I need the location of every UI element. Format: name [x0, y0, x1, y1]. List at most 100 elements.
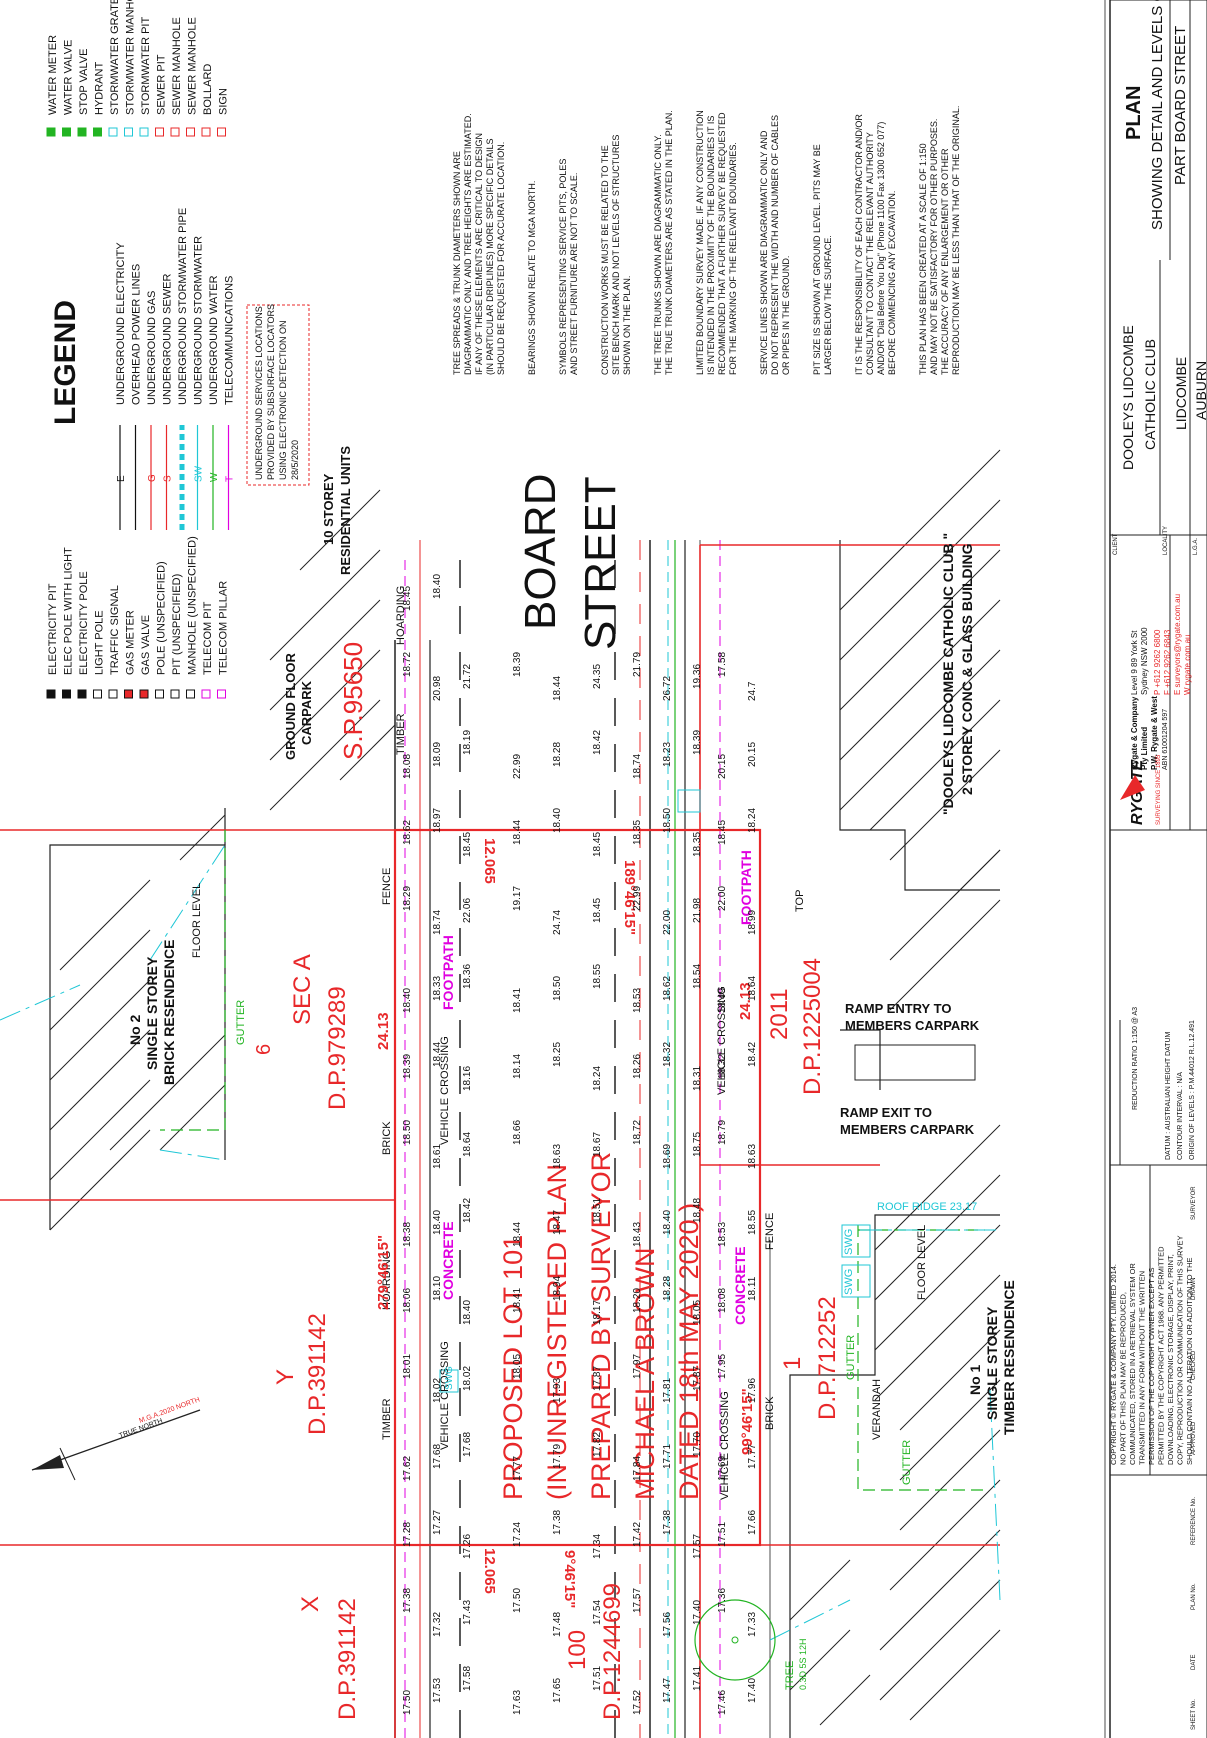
building-hatching: [49, 449, 1001, 1726]
spot-level: 18.67: [592, 1132, 603, 1157]
legend-symbol-left-icon-2: [77, 689, 87, 699]
spot-level: 18.32: [662, 1042, 673, 1067]
spot-level: 21.79: [632, 652, 643, 677]
floor-level-label-1: FLOOR LEVEL: [191, 883, 203, 958]
note-6-line-0: SERVICE LINES SHOWN ARE DIAGRAMMATIC ONL…: [759, 130, 769, 375]
copyright-line-3: TRANSMITTED IN ANY FORM WITHOUT THE WRIT…: [1138, 1271, 1147, 1465]
spot-level: 17.57: [692, 1534, 703, 1559]
legend-symbol-right-5: STORMWATER MANHOLE: [125, 0, 137, 115]
note-4-line-1: THE TRUE TRUNK DIAMETERS ARE AS STATED I…: [664, 110, 674, 375]
note-3-line-0: CONSTRUCTION WORKS MUST BE RELATED TO TH…: [600, 145, 610, 375]
spot-level: 18.45: [462, 832, 473, 857]
hoarding-label-2: HOARDING: [395, 586, 407, 645]
spot-level: 18.28: [552, 742, 563, 767]
spot-level: 18.02: [432, 1378, 443, 1403]
spot-level: 18.74: [432, 910, 443, 935]
spot-level: 18.40: [432, 574, 443, 599]
legend-symbol-right-icon-4: [108, 127, 118, 137]
spot-level: 18.31: [692, 1066, 703, 1091]
note-8-line-3: BEFORE COMMENCING ANY EXCAVATION.: [887, 191, 897, 375]
dp1225004-label: D.P.1225004: [799, 958, 826, 1095]
title-column-1: DRAWN: [1191, 1278, 1197, 1300]
gutter-label-2: GUTTER: [845, 1335, 857, 1380]
street-name-board: BOARD: [516, 474, 565, 630]
legend-symbol-left-3: LIGHT POLE: [94, 610, 106, 675]
company-line-3: P.W. Rygate & West: [1150, 696, 1159, 770]
spot-level: 18.38: [402, 1222, 413, 1247]
locality-label: LOCALITY: [1163, 526, 1169, 555]
legend-line-label-7: TELECOMMUNICATIONS: [224, 276, 236, 405]
spot-level: 24.35: [592, 664, 603, 689]
spot-level: 18.42: [747, 1042, 758, 1067]
note-5-line-3: FOR THE MARKING OF THE RELEVANT BOUNDARI…: [728, 142, 738, 375]
spot-level: 17.46: [717, 1690, 728, 1715]
legend-symbol-left-icon-8: [170, 689, 180, 699]
timber-label-1: TIMBER: [381, 1398, 393, 1440]
spot-level: 18.42: [592, 730, 603, 755]
spot-level: 17.71: [662, 1444, 673, 1469]
spot-level: 18.42: [462, 1198, 473, 1223]
client-line-2: CATHOLIC CLUB: [1142, 339, 1158, 450]
dooleys-line-2: 2 STOREY CONC & GLASS BUILDING: [959, 543, 975, 795]
ramp-entry-line-1: RAMP ENTRY TO: [845, 1001, 951, 1016]
legend-symbol-left-icon-11: [217, 689, 226, 699]
tree-trunk: [731, 1636, 739, 1644]
title-column-5: PLAN No.: [1191, 1583, 1197, 1610]
note-1-line-0: BEARINGS SHOWN RELATE TO MGA NORTH.: [527, 181, 537, 375]
dp391142b-label: D.P.391142: [334, 1598, 361, 1720]
house2-line-3: BRICK RESENDENCE: [161, 940, 177, 1085]
spot-level: 17.38: [402, 1588, 413, 1613]
spot-level: 18.44: [432, 1042, 443, 1067]
legend-line-label-4: UNDERGROUND STORMWATER PIPE: [177, 208, 189, 405]
fence-label-2: FENCE: [764, 1213, 776, 1250]
locality-value: LIDCOMBE: [1173, 357, 1189, 430]
spot-level: 18.26: [632, 1054, 643, 1079]
note-9-line-2: THE ACCURACY OF ANY ENLARGEMENT OR OTHER: [940, 148, 950, 375]
spot-level: 26.72: [662, 676, 673, 701]
spot-level: 18.24: [747, 808, 758, 833]
spot-level: 18.35: [632, 820, 643, 845]
note-6-line-2: OR PIPES IN THE GROUND.: [781, 256, 791, 375]
footpath-label-1: FOOTPATH: [440, 935, 456, 1010]
bearing-2: 189°46'15": [621, 860, 638, 935]
client-label: CLIENT: [1113, 533, 1119, 555]
spot-level: 19.36: [692, 664, 703, 689]
proposed-lot-line-1: PROPOSED LOT 101: [498, 1235, 528, 1500]
distance-1: 24.13: [375, 1012, 392, 1050]
plan-subtitle-1: SHOWING DETAIL AND LEVELS OVER: [1149, 0, 1166, 230]
spot-level: 18.45: [592, 898, 603, 923]
legend-title: LEGEND: [49, 300, 82, 425]
copyright-line-0: COPYRIGHT © RYGATE & COMPANY PTY. LIMITE…: [1109, 1264, 1118, 1465]
spot-level: 18.14: [512, 1054, 523, 1079]
address-line-1: Level 9 89 York St: [1130, 630, 1139, 695]
spot-level: 21.98: [692, 898, 703, 923]
spot-level: 18.09: [432, 742, 443, 767]
vehicle-crossing-3: VEHICLE CROSSING: [716, 986, 728, 1095]
spot-level: 17.68: [432, 1444, 443, 1469]
address-line-2: Sydney NSW 2000: [1140, 627, 1149, 695]
note-9-line-3: REPRODUCTION MAY BE LESS THAN THAT OF TH…: [951, 106, 961, 375]
copyright-line-1: NO PART OF THIS PLAN MAY BE REPRODUCED,: [1119, 1292, 1128, 1465]
legend-symbol-right-7: SEWER PIT: [156, 54, 168, 115]
legend-symbol-right-2: STOP VALVE: [78, 49, 90, 115]
spot-level: 18.50: [552, 976, 563, 1001]
proposed-lot-line-3: PREPARED BY SURVEYOR: [586, 1152, 616, 1500]
storey10-line-1: 10 STOREY: [321, 473, 336, 545]
spot-level: 17.54: [592, 1600, 603, 1625]
note-5-line-1: IS INTENDED IN THE PROXIMITY OF THE BOUN…: [706, 116, 716, 375]
note-3-line-2: SHOWN ON THE PLAN.: [622, 276, 632, 375]
note-7-line-1: LARGER BELOW THE SURFACE.: [823, 235, 833, 375]
spot-level: 17.52: [632, 1690, 643, 1715]
legend-symbol-left-8: PIT (UNSPECIFIED): [171, 574, 183, 675]
spot-level: 18.53: [717, 1222, 728, 1247]
spot-level: 17.50: [402, 1690, 413, 1715]
legend-symbol-right-8: SEWER MANHOLE: [171, 17, 183, 115]
note-0-line-0: TREE SPREADS & TRUNK DIAMETERS SHOWN ARE: [452, 151, 462, 375]
spot-level: 22.00: [662, 910, 673, 935]
spot-level: 22.99: [512, 754, 523, 779]
spot-level: 18.47: [552, 1210, 563, 1235]
spot-level: 18.16: [462, 1066, 473, 1091]
spot-level: 18.35: [692, 832, 703, 857]
